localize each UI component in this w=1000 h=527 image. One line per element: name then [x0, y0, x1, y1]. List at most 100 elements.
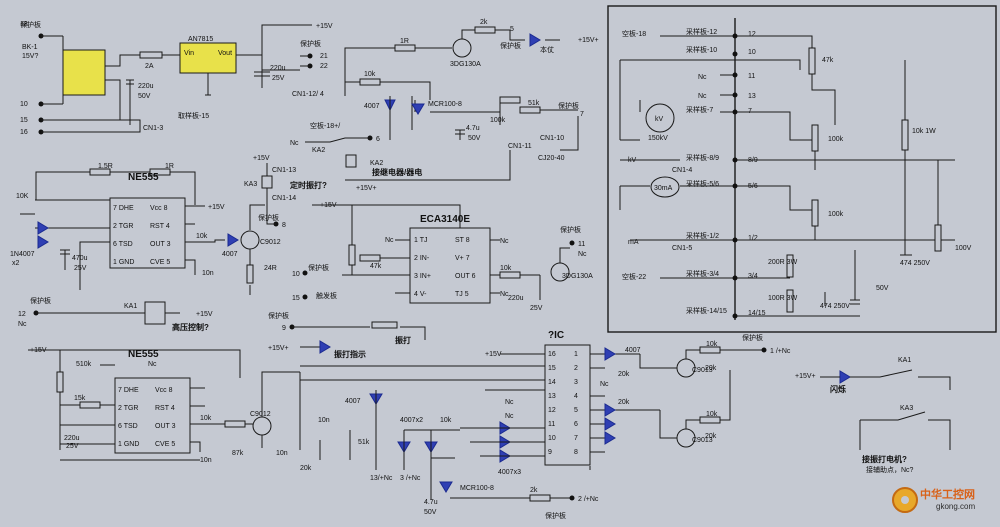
fuse-icon — [139, 51, 163, 59]
label-nc: Nc — [505, 413, 514, 420]
label-plus15v: +15V+ — [356, 185, 377, 192]
pin-rst: RST 4 — [155, 405, 175, 412]
label-10k: 10k — [364, 71, 376, 78]
label-sample-5-6: 采样板-5/6 — [686, 179, 719, 188]
pin-15: 15 — [292, 295, 300, 302]
label-c9012: C9012 — [250, 411, 271, 418]
label-20k: 20k — [705, 365, 717, 372]
diode-icon — [37, 235, 49, 249]
label-100k: 100k — [490, 117, 506, 124]
label-eca3140e: ECA3140E — [420, 214, 470, 225]
label-protect-board: 保护板 — [545, 511, 566, 520]
label-1r: 1R — [165, 163, 174, 170]
label-470u: 470u — [72, 255, 88, 262]
label-nc: Nc — [290, 140, 299, 147]
label-50v: 50V — [138, 93, 151, 100]
label-c220u-2: 220u — [270, 65, 286, 72]
switch-icon — [371, 321, 398, 329]
label-ma: mA — [628, 239, 639, 246]
label-10k: 10k — [706, 411, 718, 418]
pin-15: 15 — [20, 117, 28, 124]
label-10k: 10k — [440, 417, 452, 424]
pin-18: 18 — [20, 21, 28, 28]
label-ka3: KA3 — [244, 181, 257, 188]
label-474-250v: 474 250V — [900, 260, 930, 267]
label-50v: 50V — [424, 509, 437, 516]
label-cn1-4: CN1-4 — [672, 167, 692, 174]
label-sample-8-9: 采样板-8/9 — [686, 153, 719, 162]
label-plus15v: +15V+ — [578, 37, 599, 44]
label-51k: 51k — [528, 100, 540, 107]
watermark-site: 中华工控网 — [920, 487, 975, 501]
led-icon — [839, 370, 851, 384]
label-474-250v-b: 474 250V — [820, 303, 850, 310]
label-10n: 10n — [276, 450, 288, 457]
label-1r: 1R — [400, 38, 409, 45]
measurement-panel: 空板-18 Nc Nc kV mA 空板-22 采样板-12 采样板-10 采样… — [607, 5, 997, 333]
pin-rst: RST 4 — [150, 223, 170, 230]
label-4007x2: 4007x2 — [400, 417, 423, 424]
watermark-url: gkong.com — [936, 502, 975, 511]
label-plus15v: +15V — [196, 311, 213, 318]
pin-cve: CVE 5 — [155, 441, 175, 448]
label-10n: 10n — [200, 457, 212, 464]
pin-in-minus: 2 IN- — [414, 255, 430, 262]
label-sample15: 取样板-15 — [178, 111, 209, 120]
label-protect-board: 保护板 — [560, 225, 581, 234]
label-220u: 220u — [64, 435, 80, 442]
relay-coil — [345, 154, 357, 168]
label-vib-motor: 接振打电机? — [862, 454, 907, 464]
label-cn1-12-4: CN1-12/ 4 — [292, 91, 324, 98]
transistor-icon — [252, 416, 272, 436]
relay-coil — [261, 175, 273, 189]
diode-icon — [604, 403, 616, 417]
label-cn1-14: CN1-14 — [272, 195, 296, 202]
pin-7: 7 — [580, 111, 584, 118]
pin-tsd: 6 TSD — [118, 423, 138, 430]
label-bk1: BK-1 — [22, 44, 38, 51]
label-20k: 20k — [705, 433, 717, 440]
pin-15: 15 — [548, 365, 556, 372]
label-protect-board: 保护板 — [558, 101, 579, 110]
label-ne555: NE555 — [128, 172, 159, 183]
label-4007: 4007 — [625, 347, 641, 354]
pin-11: 11 — [578, 241, 585, 248]
pin-13: 13 — [748, 93, 756, 100]
opamp-section: +15V 保护板 10 15 触发板 Nc 47k ECA3140E 1 TJ … — [292, 202, 593, 312]
bridge-rectifier — [62, 49, 106, 96]
pin-v-minus: 4 V- — [414, 291, 427, 298]
label-aux-contact: 接辅助点，Nc? — [866, 465, 914, 474]
label-25v: 25V — [74, 265, 87, 272]
pin-in-plus: 3 IN+ — [414, 273, 431, 280]
pin-3: 3 — [574, 379, 578, 386]
pin-8: 8 — [282, 222, 286, 229]
label-regulator: AN7815 — [188, 36, 213, 43]
label-nc: Nc — [385, 237, 394, 244]
ma-meter-icon — [650, 176, 680, 198]
label-ka2: KA2 — [312, 147, 325, 154]
ne555-chip — [114, 377, 191, 454]
label-47k: 47k — [370, 263, 382, 270]
label-led: 本仗 — [540, 45, 554, 54]
output-drivers: C9013 C9013 10k 10k 20k 20k 保护板 1 /+Nc +… — [639, 333, 951, 474]
label-4007x3: 4007x3 — [498, 469, 521, 476]
label-plus15v: +15V — [253, 155, 270, 162]
label-50v: 50V — [468, 135, 481, 142]
pin-12: 12 — [548, 407, 556, 414]
diode-icon — [604, 347, 616, 361]
label-10k: 10k — [500, 265, 512, 272]
label-bk1-volt: 15V? — [22, 53, 38, 60]
relay-coil — [144, 301, 166, 325]
label-1n4007: 1N4007 — [10, 251, 35, 258]
diode-icon — [37, 221, 49, 235]
ne555-timer-1: 1.5R 1R NE555 7 DHE 2 TGR 6 TSD 1 GND Vc… — [10, 155, 327, 295]
label-protect-board: 保护板 — [30, 296, 51, 305]
label-ka3: KA3 — [900, 405, 913, 412]
pin-14-15: 14/15 — [748, 310, 766, 317]
label-fuse: 2A — [145, 63, 154, 70]
label-10n: 10n — [318, 417, 330, 424]
diode-icon — [604, 417, 616, 431]
label-100k: 100k — [828, 136, 844, 143]
pin-1-2: 1/2 — [748, 235, 758, 242]
power-supply-section: 保护板 BK-1 15V? 18 10 15 16 2A AN7815 Vin … — [20, 20, 333, 136]
